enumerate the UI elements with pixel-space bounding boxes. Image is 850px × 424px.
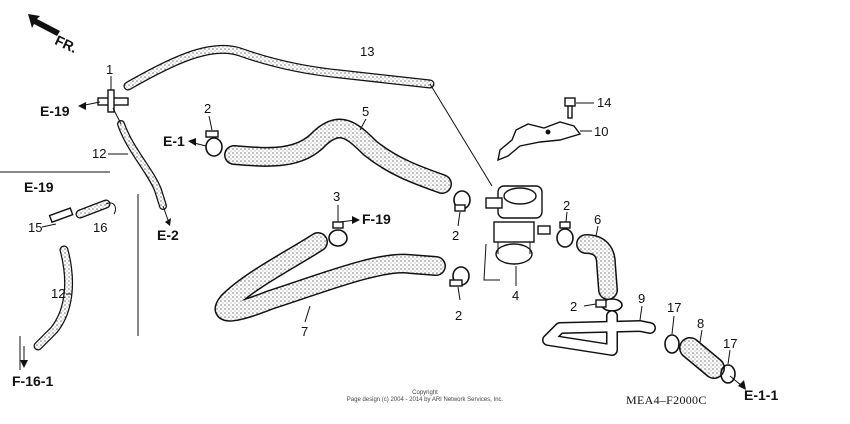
- hose-6: [576, 225, 618, 300]
- label-part-1: 1: [106, 62, 113, 77]
- label-part-14: 14: [597, 95, 611, 110]
- clamp-2-d: [556, 211, 574, 248]
- label-part-12-b: 12: [51, 286, 65, 301]
- clamp-17-a: [664, 315, 680, 354]
- label-part-6: 6: [594, 212, 601, 227]
- joint-15: [41, 207, 74, 228]
- label-part-8: 8: [697, 316, 704, 331]
- label-part-2-c: 2: [455, 308, 462, 323]
- hose-5: [224, 118, 452, 194]
- hose-13: [123, 44, 493, 187]
- ref-e19-top: E-19: [40, 103, 70, 119]
- ref-f19: F-19: [362, 211, 391, 227]
- label-part-15: 15: [28, 220, 42, 235]
- label-part-2-e: 2: [570, 299, 577, 314]
- inset-frame: [0, 171, 139, 370]
- ref-e2: E-2: [157, 227, 179, 243]
- label-part-17-a: 17: [667, 300, 681, 315]
- label-part-4: 4: [512, 288, 519, 303]
- label-part-9: 9: [638, 291, 645, 306]
- label-part-13: 13: [360, 44, 374, 59]
- label-part-17-b: 17: [723, 336, 737, 351]
- clamp-2-a: [205, 115, 223, 157]
- label-part-3: 3: [333, 189, 340, 204]
- clamp-2-c: [449, 266, 470, 301]
- label-part-7: 7: [301, 324, 308, 339]
- hose-16: [75, 199, 117, 219]
- label-part-5: 5: [362, 104, 369, 119]
- label-part-2-a: 2: [204, 101, 211, 116]
- clamp-17-b: [720, 349, 736, 384]
- ref-e1-1: E-1-1: [744, 387, 778, 403]
- label-part-2-d: 2: [563, 198, 570, 213]
- hose-7: [214, 232, 446, 323]
- clamp-2-e: [583, 298, 623, 312]
- label-part-16: 16: [93, 220, 107, 235]
- joint-1: [97, 76, 129, 113]
- front-direction-label: FR.: [53, 32, 80, 56]
- hose-12-lower: [20, 245, 74, 368]
- label-part-2-b: 2: [452, 228, 459, 243]
- ref-e19-inset: E-19: [24, 179, 54, 195]
- label-part-12-a: 12: [92, 146, 106, 161]
- pipe-9: [542, 305, 656, 356]
- clamp-3: [328, 205, 348, 247]
- reference-arrows: [78, 101, 746, 390]
- hose-12-upper: [108, 107, 171, 226]
- label-part-10: 10: [594, 124, 608, 139]
- ref-e1: E-1: [163, 133, 185, 149]
- bracket-10: [497, 121, 592, 162]
- valve-4: [483, 185, 551, 286]
- ref-f16-1: F-16-1: [12, 373, 53, 389]
- copyright-line-1: Copyright: [412, 390, 438, 396]
- front-direction-arrow: FR.: [28, 14, 80, 56]
- hose-8: [679, 329, 725, 379]
- bolt-14: [564, 97, 594, 119]
- copyright-line-2: Page design (c) 2004 - 2014 by ARI Netwo…: [347, 397, 504, 403]
- clamp-2-b: [453, 190, 471, 227]
- diagram-code: MEA4–F2000C: [626, 393, 707, 407]
